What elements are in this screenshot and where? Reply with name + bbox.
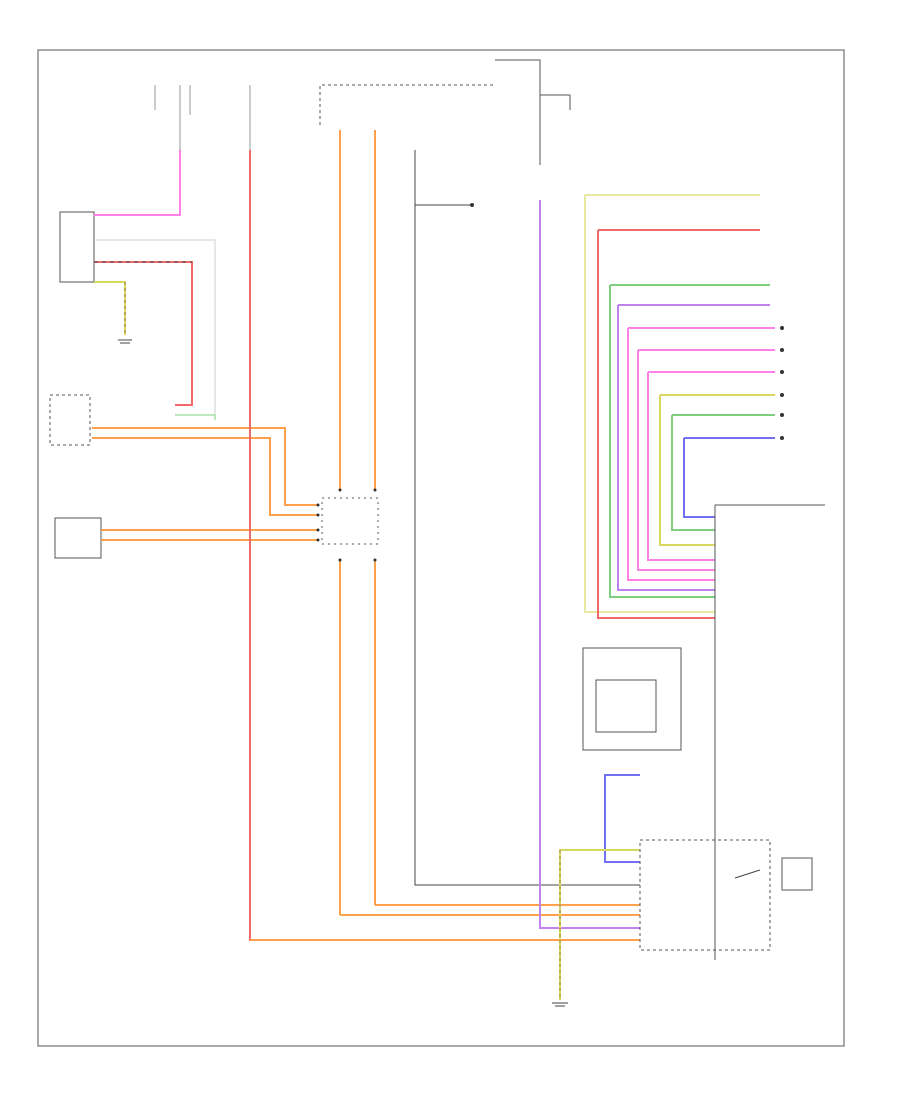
selector-switch-box <box>639 839 771 951</box>
left-module-top <box>59 211 95 283</box>
selector-switch-symbol <box>781 857 813 891</box>
relay-top-right <box>495 59 541 165</box>
orange-wire-a <box>92 427 318 506</box>
fuse-block-top-left <box>154 85 251 150</box>
red-wire-module <box>94 261 193 406</box>
gray-wire-module <box>94 239 216 416</box>
violet-wire-long <box>539 200 640 929</box>
ground-wire-module <box>94 281 126 335</box>
left-connector-mid <box>49 394 91 446</box>
right-pin-markers <box>780 326 784 440</box>
orange-wire-b <box>92 437 318 516</box>
red-wire-long <box>249 150 560 941</box>
blue-wire-loop <box>604 774 640 863</box>
yellow-wire-ground <box>559 849 640 1000</box>
right-harness <box>584 194 775 619</box>
central-junction <box>319 84 640 916</box>
left-module-bottom <box>54 517 102 559</box>
junction-pins <box>316 488 377 562</box>
pink-wire-module <box>94 150 181 216</box>
lower-right-module <box>582 647 682 751</box>
black-wire-center <box>414 150 640 886</box>
diagram-frame <box>37 49 845 1047</box>
